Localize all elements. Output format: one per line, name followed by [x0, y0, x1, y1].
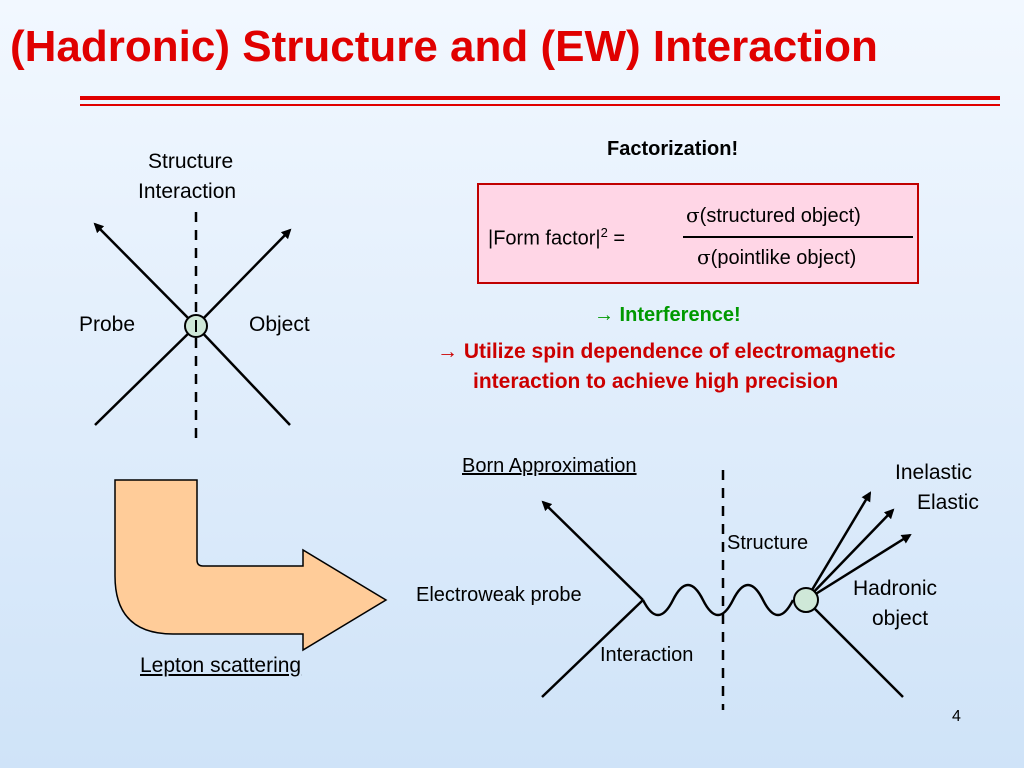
page-number: 4: [952, 708, 961, 725]
sigma-symbol-denominator: σ: [697, 245, 711, 269]
left-outgoing-object-arrow: [195, 228, 292, 327]
slide-title: (Hadronic) Structure and (EW) Interactio…: [10, 22, 878, 71]
sigma-symbol-numerator: σ: [686, 203, 700, 227]
born-outgoing-arrow-3: [805, 533, 912, 602]
formula-denominator: σ(pointlike object): [697, 245, 856, 270]
born-outgoing-arrow-2: [805, 508, 895, 601]
born-incoming-hadron-line: [805, 599, 904, 698]
interference-note: → Interference!: [594, 304, 741, 326]
formula-numerator: σ(structured object): [686, 203, 861, 228]
lepton-scattering-label: Lepton scattering: [140, 654, 302, 677]
form-factor-exponent: 2: [600, 225, 608, 240]
born-diagram: [541, 470, 912, 710]
utilize-spin-line1: → Utilize spin dependence of electromagn…: [437, 340, 896, 363]
utilize-spin-line2: interaction to achieve high precision: [473, 370, 839, 393]
born-interaction-label: Interaction: [600, 644, 694, 666]
form-factor-formula-box: [477, 183, 919, 284]
form-factor-text: |Form factor|: [488, 227, 601, 250]
lepton-scattering-arrow: [114, 479, 388, 652]
elastic-label: Elastic: [917, 491, 979, 514]
born-approximation-title: Born Approximation: [462, 455, 637, 477]
left-interaction-label: Interaction: [138, 180, 237, 203]
electroweak-probe-label: Electroweak probe: [416, 584, 582, 606]
left-incoming-probe-line: [94, 325, 197, 426]
title-rule-top: [80, 96, 1000, 100]
fraction-bar: [683, 236, 913, 238]
left-structure-label: Structure: [148, 150, 234, 173]
born-outgoing-arrow-1: [804, 491, 872, 601]
hadronic-label: Hadronic: [853, 577, 938, 600]
born-outgoing-lepton-arrow: [541, 500, 644, 601]
form-factor-lhs: |Form factor|2 =: [488, 225, 625, 251]
factorization-heading: Factorization!: [607, 138, 739, 160]
object-label: Object: [249, 313, 310, 336]
probe-label: Probe: [79, 313, 136, 336]
form-factor-equals: =: [607, 227, 626, 250]
object-label-born: object: [872, 607, 929, 630]
left-scattering-diagram: [93, 212, 292, 440]
born-structure-label: Structure: [727, 532, 809, 554]
born-incoming-lepton-line: [541, 599, 644, 698]
denominator-text: (pointlike object): [710, 247, 857, 269]
numerator-text: (structured object): [699, 205, 861, 227]
born-photon-wavy-line: [641, 583, 795, 617]
inelastic-label: Inelastic: [895, 461, 973, 484]
title-rule-bottom: [80, 104, 1000, 106]
born-hadron-vertex: [793, 587, 819, 613]
left-incoming-object-line: [195, 325, 291, 426]
left-outgoing-probe-arrow: [93, 222, 197, 327]
